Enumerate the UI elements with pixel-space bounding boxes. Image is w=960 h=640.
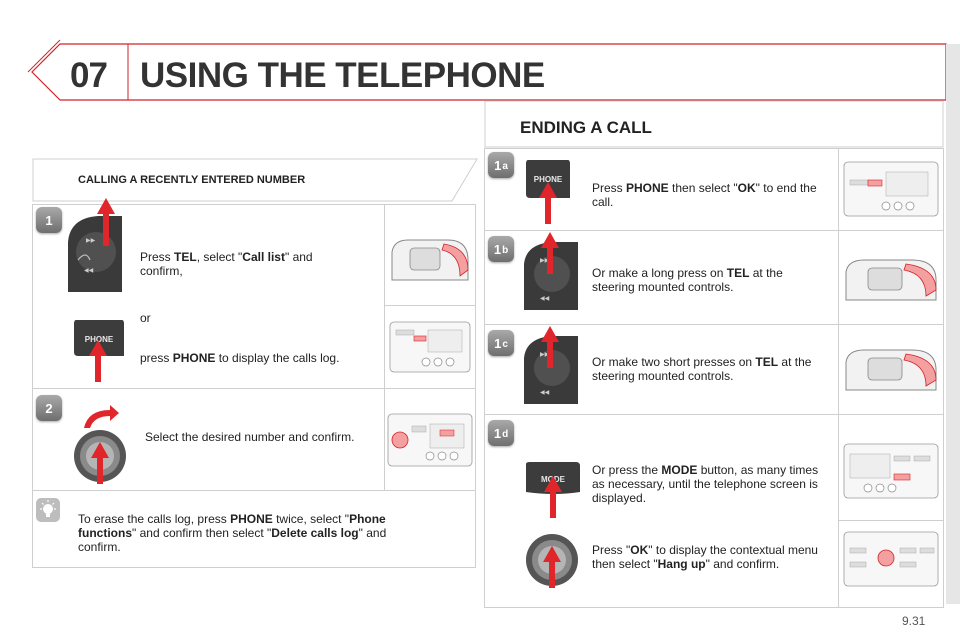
steering-thumbnail [391,239,469,281]
press-arrow-icon [89,340,107,382]
left-vsep [384,204,385,490]
step1a-text: Press PHONE then select "OK" to end the … [592,181,817,209]
phone-button-image: PHONE [526,160,570,198]
or-text: or [140,311,151,325]
step1-text: Press TEL, select "Call list" and confir… [140,250,313,278]
steering-thumbnail [845,349,937,391]
svg-text:PHONE: PHONE [534,175,563,184]
left-row-sep-2 [32,490,476,491]
press-arrow-icon [541,326,559,368]
step-badge-1: 1 [36,207,62,233]
press-phone-text: press PHONE to display the calls log. [140,351,340,365]
svg-text:▶▶: ▶▶ [540,352,550,358]
phone-button-image: PHONE [74,320,124,356]
step-badge-2: 2 [36,395,62,421]
right-vsep [838,148,839,608]
radio-panel-thumbnail [387,413,473,467]
press-arrow-icon [539,182,557,224]
right-row-sep-2 [484,324,944,325]
left-panel [32,204,476,568]
radio-panel-thumbnail [843,531,939,587]
tip-lightbulb-icon [36,498,60,522]
tip-text: To erase the calls log, press PHONE twic… [78,512,387,554]
right-panel [484,148,944,608]
svg-text:◀◀: ◀◀ [540,296,550,302]
svg-text:▶▶: ▶▶ [86,238,96,244]
page-title: USING THE TELEPHONE [140,56,545,95]
right-section-title: ENDING A CALL [520,118,652,137]
steering-thumbnail [845,259,937,301]
page-number: 9.31 [902,614,926,628]
rotate-arrow-icon [84,405,119,428]
right-section-title-box [484,100,944,148]
step1d-mode-text: Or press the MODE button, as many times … [592,463,819,505]
press-arrow-icon [541,232,559,274]
press-arrow-icon [544,476,562,518]
chapter-number: 07 [70,56,108,95]
header-frame [27,39,947,101]
svg-text:◀◀: ◀◀ [540,390,550,396]
left-row-sep-1 [32,388,476,389]
right-row-sep-3 [484,414,944,415]
left-section-title-box [32,158,478,202]
step1c-text: Or make two short presses on TEL at the … [592,355,812,383]
svg-text:◀◀: ◀◀ [84,268,94,274]
svg-text:PHONE: PHONE [85,335,114,344]
press-arrow-icon [91,442,109,484]
step2-text: Select the desired number and confirm. [145,430,355,444]
rotary-knob-image [74,430,126,482]
left-section-title: CALLING A RECENTLY ENTERED NUMBER [78,174,306,186]
step1d-ok-text: Press "OK" to display the contextual men… [592,543,818,571]
left-img-sep [384,305,476,306]
radio-panel-thumbnail [843,443,939,499]
right-row-sep-1 [484,230,944,231]
right-img-sep [838,520,944,521]
edge-strip [946,44,960,604]
radio-panel-thumbnail [843,161,939,217]
radio-panel-thumbnail [389,321,471,373]
press-arrow-icon [543,546,561,588]
press-arrow-icon [97,198,115,246]
svg-text:▶▶: ▶▶ [540,258,550,264]
step1b-text: Or make a long press on TEL at the steer… [592,266,783,294]
